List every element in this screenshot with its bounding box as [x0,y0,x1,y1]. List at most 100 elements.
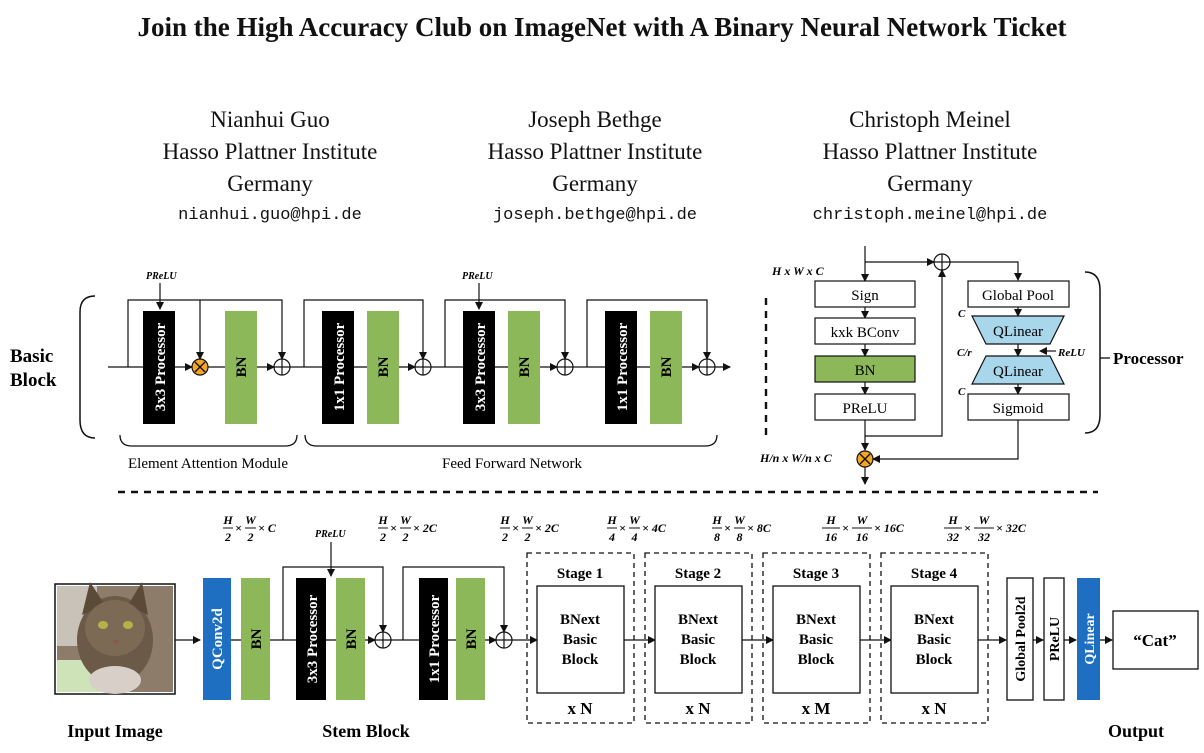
global-pool-box [967,280,1070,308]
dim-text: × C [258,521,277,535]
stage-block-line: Basic [799,632,834,648]
dim-text: H [377,513,388,527]
proc1-label: 1x1 Processor [615,322,631,411]
bn-box [241,578,270,700]
basic-block-left-bracket [79,295,96,439]
author-name: Christoph Meinel [849,107,1011,132]
bconv-label: kxk BConv [831,325,900,341]
c-over-r-label: C/r [957,347,972,359]
stage-2: Stage 2 BNext Basic Block x N [644,552,753,724]
bn-label: BN [376,356,392,377]
proc1-box [419,578,448,700]
proc3-box [296,578,326,700]
dim-text: 2 [402,530,409,544]
dim-text: H [499,513,510,527]
dim-text: × [390,521,397,535]
dim-text: 8 [714,530,720,544]
bn-box [456,578,485,700]
author-email: joseph.bethge@hpi.de [492,206,698,225]
dim-text: H [606,513,617,527]
author-name: Nianhui Guo [210,107,330,132]
proc3-box [143,311,175,424]
bn-box [367,311,399,424]
dim-text: × 2C [413,521,438,535]
global-pool-label: Global Pool [982,288,1054,304]
author-country: Germany [227,171,313,196]
proc1-box [322,311,354,424]
dim-text: × [512,521,519,535]
qlinear-up-box [971,355,1065,385]
proc3-box [463,311,495,424]
dim-text: W [734,513,746,527]
stage-block-line: Basic [563,632,598,648]
dim-text: W [979,513,991,527]
bn-label: BN [517,356,533,377]
prelu-out-box [1043,577,1065,701]
bn-label: BN [249,628,265,649]
paper-title: Join the High Accuracy Club on ImageNet … [137,12,1067,42]
processor-input-dims: H x W x C [771,264,825,278]
dim-text: × 8C [747,521,772,535]
bn-label: BN [234,356,250,377]
author-3: Christoph Meinel Hasso Plattner Institut… [770,104,1090,232]
bn-box [336,578,365,700]
dim-text: W [245,513,257,527]
author-affiliation: Hasso Plattner Institute [162,139,378,164]
author-2: Joseph Bethge Hasso Plattner Institute G… [450,104,740,232]
stage-title: Stage 1 [557,566,603,582]
qlinear-label: QLinear [993,364,1043,380]
bn-label: BN [659,356,675,377]
dim-text: 2 [501,530,508,544]
dim-text: 32 [946,530,959,544]
basic-block-label-1: Basic [10,346,53,367]
bn-label: BN [855,363,876,379]
stage-1: Stage 1 BNext Basic Block x N [526,552,635,724]
processor-label: Processor [1113,349,1184,368]
qconv-box [203,578,231,700]
stage-title: Stage 2 [675,566,721,582]
stage-title: Stage 3 [793,566,839,582]
qlinear-down-box [971,315,1065,345]
stage-title: Stage 4 [911,566,958,582]
c-label: C [958,386,966,398]
bn-box [508,311,540,424]
dim-text: × [724,521,731,535]
dim-text: 2 [379,530,386,544]
sign-label: Sign [851,288,879,304]
dim-text: H [947,513,958,527]
dim-text: 16 [856,530,868,544]
stage-repeat: x N [921,699,947,718]
dim-text: W [400,513,412,527]
network-diagram: Input Image QConv2d BN PReLU 3x3 Process… [54,513,1199,741]
author-email: nianhui.guo@hpi.de [178,206,362,225]
author-email: christoph.meinel@hpi.de [812,206,1048,225]
qlinear-out-box [1077,578,1100,700]
sign-box [814,280,916,308]
dim-text: W [629,513,641,527]
basic-block-diagram: Basic Block 3x3 Processor BN PReLU 1x1 P… [10,271,731,472]
processor-output-dims: H/n x W/n x C [759,451,833,465]
dim-text: × [964,521,971,535]
dim-text: 4 [631,530,638,544]
ffn-label: Feed Forward Network [442,456,582,472]
bn-box [814,355,916,383]
proc3-label: 3x3 Processor [305,594,321,683]
basic-block-label-2: Block [10,370,57,391]
stage-repeat: x M [802,699,831,718]
sigmoid-label: Sigmoid [993,401,1044,417]
stem-block-label: Stem Block [322,721,410,741]
dim-text: 32 [977,530,990,544]
author-affiliation: Hasso Plattner Institute [487,139,703,164]
dim-text: H [222,513,233,527]
dim-text: × 32C [996,521,1027,535]
stage-block-line: Block [680,652,717,668]
qconv-label: QConv2d [210,608,226,670]
processor-diagram: H x W x C Sign kxk BConv BN PReLU H/n x … [759,246,1184,485]
stage-block-line: Basic [681,632,716,648]
dim-text: W [857,513,869,527]
stage-block-line: Block [916,652,953,668]
proc1-label: 1x1 Processor [427,594,443,683]
dim-text: × 2C [535,521,560,535]
stage-block-line: BNext [678,612,718,628]
output-label: Output [1108,721,1164,741]
